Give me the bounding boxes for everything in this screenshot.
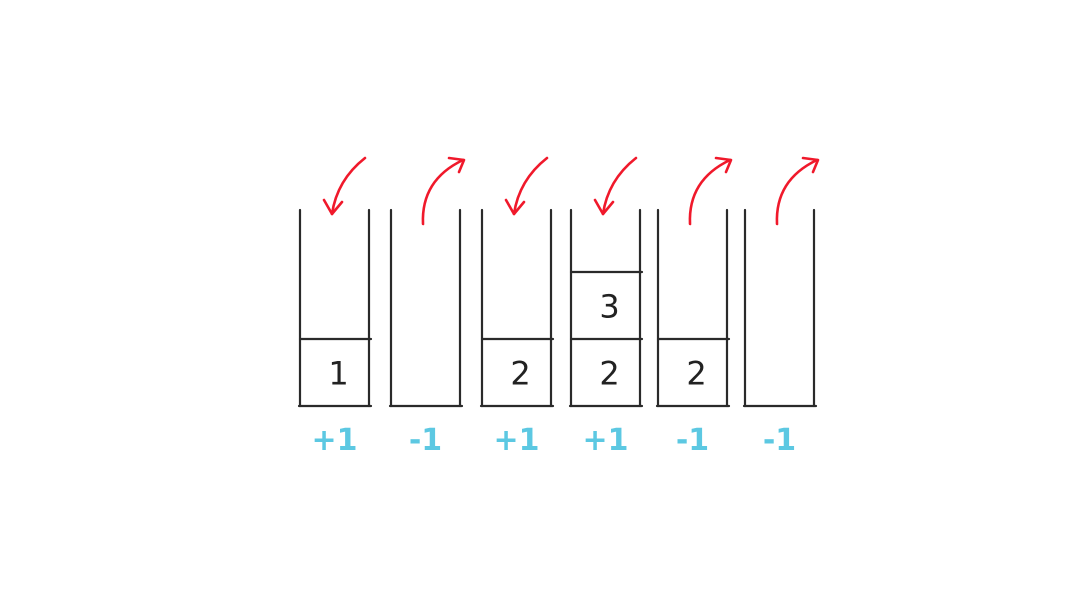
operation-label: -1	[409, 423, 442, 458]
pop-arrowhead-icon	[447, 156, 466, 174]
push-arrowhead-icon	[322, 198, 344, 216]
operation-label: +1	[311, 423, 357, 458]
pop-arrowhead-icon	[801, 156, 820, 174]
stack-cell-value: 1	[328, 355, 348, 393]
push-arrow-icon	[601, 156, 638, 216]
push-arrowhead-icon	[593, 198, 615, 216]
operation-label: +1	[493, 423, 539, 458]
pop-arrow-icon	[775, 158, 819, 226]
push-arrow-icon	[330, 156, 367, 216]
pop-arrow-icon	[421, 158, 465, 226]
operation-label: -1	[763, 423, 796, 458]
stack-cell-value: 2	[599, 355, 619, 393]
stack-cell-value: 3	[599, 288, 619, 326]
push-arrow-icon	[512, 156, 549, 216]
pop-arrowhead-icon	[714, 156, 733, 174]
push-arrowhead-icon	[504, 198, 526, 216]
operation-label: -1	[676, 423, 709, 458]
stack-cell-value: 2	[686, 355, 706, 393]
stack-cell-value: 2	[510, 355, 530, 393]
operation-label: +1	[582, 423, 628, 458]
pop-arrow-icon	[688, 158, 732, 226]
